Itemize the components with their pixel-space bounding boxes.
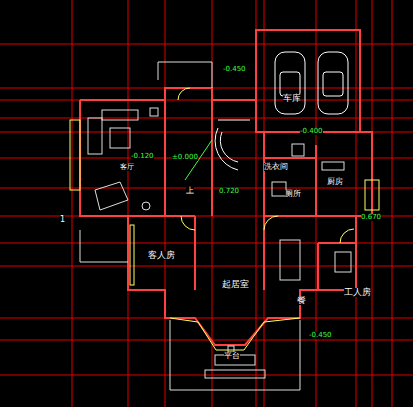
elevation-mark: 0.720 <box>219 188 239 195</box>
elevation-mark: -0.120 <box>131 153 154 160</box>
room-name: 洗衣间 <box>264 163 288 171</box>
walls <box>80 30 372 345</box>
room-name: 客人房 <box>148 251 175 260</box>
room-name: 厕所 <box>285 190 301 198</box>
cars <box>275 52 348 114</box>
windows <box>70 120 379 350</box>
room-name: 厨房 <box>327 178 343 186</box>
axis-number: 1 <box>60 216 65 224</box>
elevation-mark: -0.400 <box>300 128 323 135</box>
stair-mark: 上 <box>186 187 194 195</box>
railings <box>80 62 300 390</box>
room-name: 车库 <box>283 94 301 103</box>
elevation-mark: -0.450 <box>309 332 332 339</box>
room-name: 餐 <box>297 296 306 305</box>
room-name: 起居室 <box>222 280 249 289</box>
room-name: 工人房 <box>344 288 371 297</box>
elevation-mark: 0.670 <box>361 214 381 221</box>
doors <box>178 88 354 243</box>
room-name: 客厅 <box>120 164 134 171</box>
elevation-mark: ±0.000 <box>172 154 198 161</box>
room-name: 平台 <box>224 352 240 360</box>
elevation-mark: -0.450 <box>223 66 246 73</box>
furniture <box>88 108 351 280</box>
